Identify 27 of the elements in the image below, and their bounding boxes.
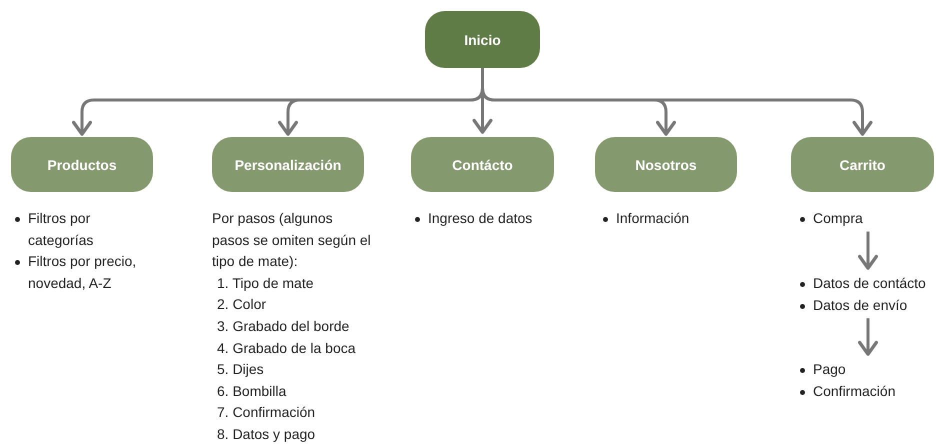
arrow	[481, 68, 872, 136]
list-item: Pago	[798, 359, 938, 381]
section-box: Productos	[11, 137, 153, 192]
list-item: Información	[601, 208, 731, 230]
list-item: Datos de contácto	[798, 273, 938, 295]
step-item: 8. Datos y pago	[216, 424, 316, 444]
arrow	[858, 232, 878, 270]
step-item: 5. Dijes	[216, 360, 265, 380]
section-box: Carrito	[791, 137, 934, 192]
list-item: Ingreso de datos	[413, 208, 563, 230]
step-item: 1. Tipo de mate	[216, 274, 315, 293]
section-box: Nosotros	[595, 137, 737, 192]
step-item: 4. Grabado de la boca	[216, 338, 357, 358]
list-item: Filtros por precio, novedad, A-Z	[13, 251, 138, 294]
list-item: Confirmación	[798, 380, 938, 402]
list-item: Datos de envío	[798, 294, 938, 316]
step-item: 7. Confirmación	[216, 403, 316, 422]
arrow	[858, 318, 878, 356]
step-item: 6. Bombilla	[216, 382, 288, 401]
step-item: 3. Grabado del borde	[216, 316, 350, 336]
section-box: Contácto	[411, 137, 554, 192]
step-item: 2. Color	[216, 295, 268, 314]
section-box: Personalización	[212, 137, 364, 192]
start-box: Inicio	[425, 11, 540, 68]
list-item: Filtros por categorías	[13, 208, 138, 252]
intro-text: Por pasos (algunos pasos se omiten según el tipo de mate):	[212, 209, 372, 272]
list-item: Compra	[798, 208, 938, 230]
